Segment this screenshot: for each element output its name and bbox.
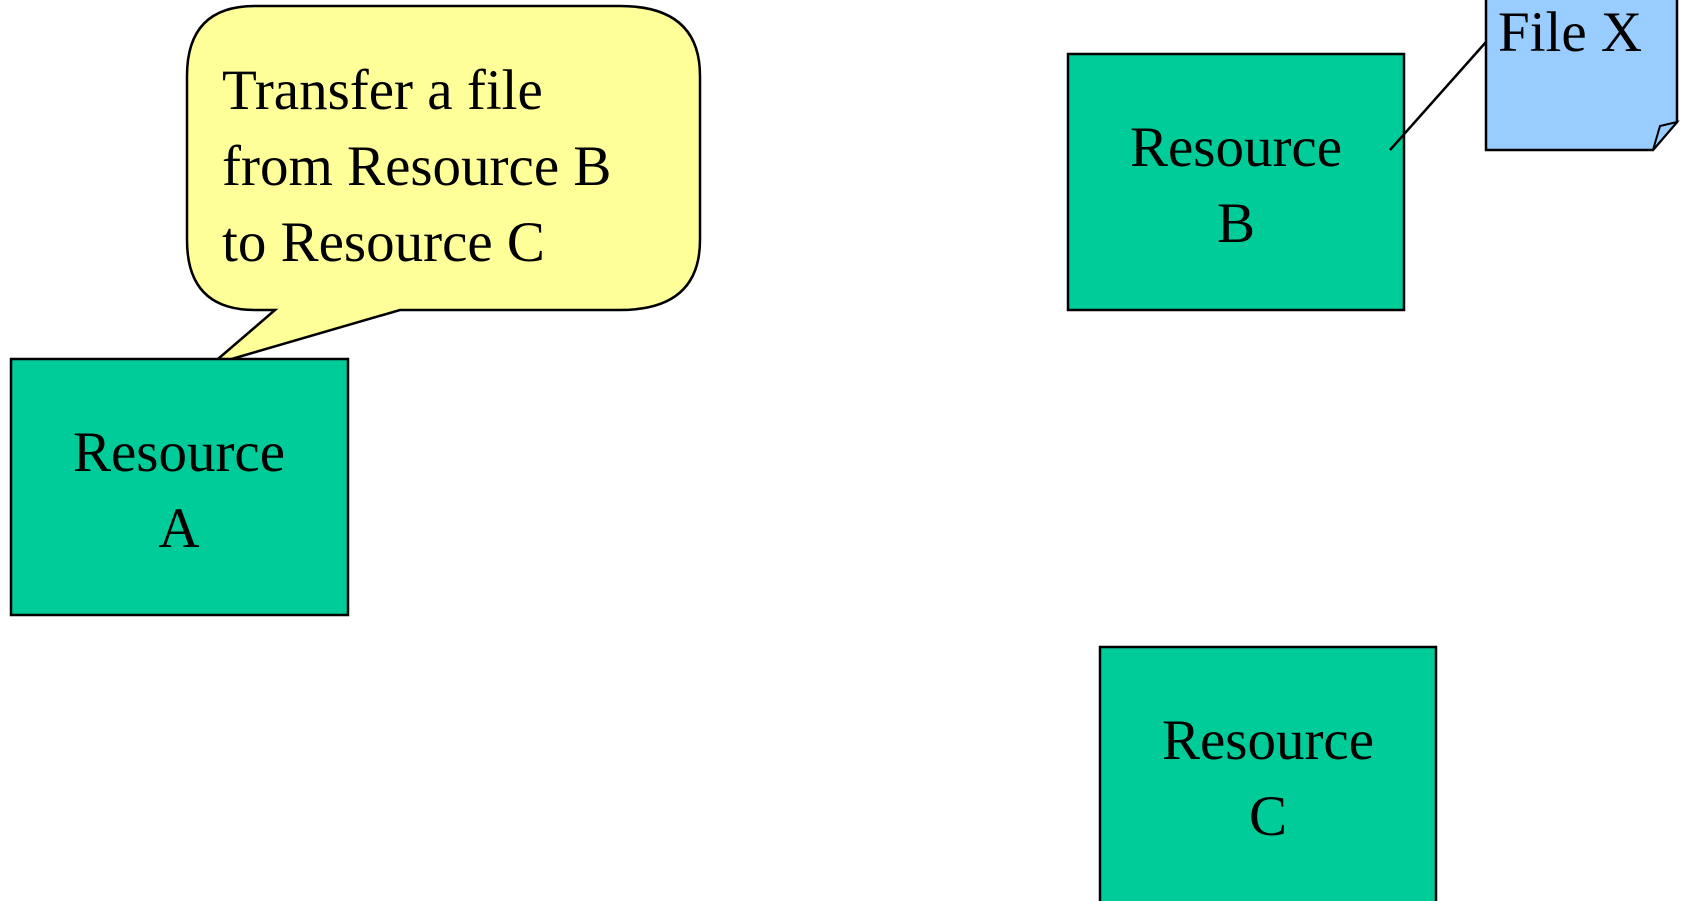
callout-text-line-1: Transfer a file (222, 59, 543, 122)
resource-b-node[interactable]: Resource B (1066, 52, 1406, 312)
resource-c-label-line-2: C (1249, 785, 1287, 848)
callout-shape (185, 4, 702, 367)
resource-b-box (1066, 52, 1406, 312)
resource-c-node[interactable]: Resource C (1098, 645, 1438, 901)
resource-a-node[interactable]: Resource A (9, 357, 350, 617)
file-x-label: File X (1498, 1, 1642, 64)
resource-a-box (9, 357, 350, 617)
resource-c-label-line-1: Resource (1162, 709, 1374, 772)
callout-text-line-2: from Resource B (222, 135, 611, 198)
resource-b-label-line-1: Resource (1130, 116, 1342, 179)
resource-b-label-line-2: B (1217, 192, 1255, 255)
file-connector-line (1389, 41, 1487, 151)
resource-a-label-line-1: Resource (73, 421, 285, 484)
callout-text-line-3: to Resource C (222, 211, 545, 274)
resource-c-box (1098, 645, 1438, 901)
document-fold-corner (1652, 120, 1680, 151)
file-x-node[interactable]: File X (1484, 0, 1680, 152)
callout-bubble: Transfer a file from Resource B to Resou… (185, 4, 702, 367)
resource-a-label-line-2: A (158, 497, 199, 560)
